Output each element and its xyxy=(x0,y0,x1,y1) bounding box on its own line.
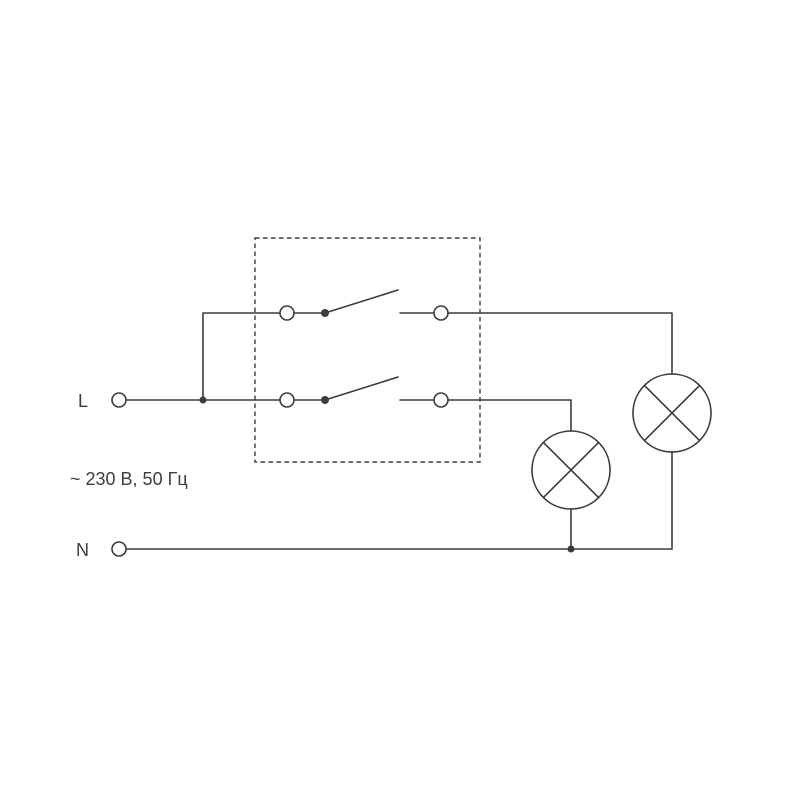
wire-switch-1-to-lamp-1 xyxy=(447,312,673,375)
n-terminal xyxy=(111,541,127,557)
switch-1-input-terminal xyxy=(279,305,295,321)
wire-switch-2-to-lamp-2 xyxy=(447,399,572,432)
switch-2 xyxy=(279,376,449,408)
switch-enclosure-dashed-box xyxy=(254,237,481,463)
lamp-1-cross-line-2 xyxy=(643,384,701,442)
switch-2-output-terminal xyxy=(433,392,449,408)
lamp-2-cross-line-2 xyxy=(542,441,600,499)
neutral-junction-dot xyxy=(567,545,575,553)
branch-wire-to-switch-1 xyxy=(202,312,281,401)
switch-1-blade xyxy=(324,289,399,314)
label-l: L xyxy=(78,391,88,411)
lamp-2-icon xyxy=(531,430,611,510)
switch-2-blade xyxy=(324,376,399,401)
lamp-1-icon xyxy=(632,373,712,453)
l-terminal xyxy=(111,392,127,408)
switch-1 xyxy=(279,289,449,321)
label-voltage: ~ 230 В, 50 Гц xyxy=(70,469,188,489)
label-n: N xyxy=(76,540,89,560)
switch-1-output-terminal xyxy=(433,305,449,321)
switch-2-input-terminal xyxy=(279,392,295,408)
